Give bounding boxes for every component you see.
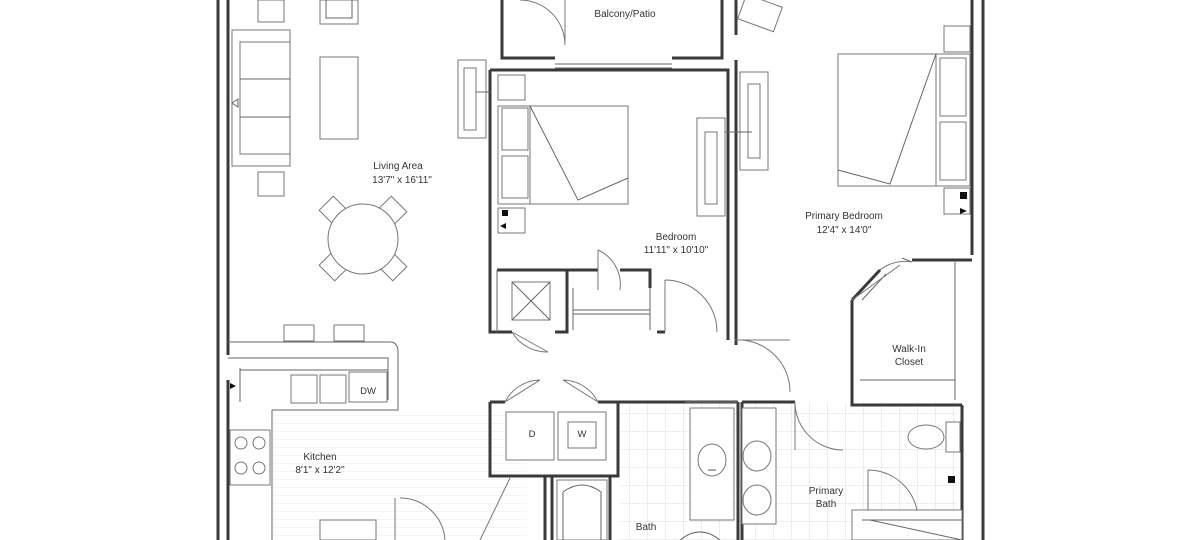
linen-closet bbox=[511, 281, 551, 321]
walk-in-closet-label-line1: Walk-In bbox=[892, 344, 926, 355]
kitchen bbox=[228, 324, 399, 540]
nightstand bbox=[497, 207, 526, 234]
doors bbox=[394, 0, 919, 540]
dining-table bbox=[318, 195, 408, 282]
room-labels: Balcony/Patio Living Area 13'7" x 16'11"… bbox=[295, 9, 925, 533]
refrigerator bbox=[319, 519, 377, 540]
toilet bbox=[907, 424, 945, 450]
end-table bbox=[257, 171, 285, 197]
dryer bbox=[505, 411, 555, 461]
primary-bedroom-furniture bbox=[736, 0, 971, 215]
primary-bedroom-dimensions: 12'4" x 14'0" bbox=[817, 225, 872, 236]
range bbox=[229, 429, 271, 486]
dryer-label: D bbox=[529, 429, 536, 440]
dishwasher bbox=[348, 371, 388, 403]
armchair bbox=[737, 0, 783, 33]
bath-label: Bath bbox=[636, 522, 657, 533]
kitchen-floor bbox=[272, 410, 527, 540]
bar-stool bbox=[283, 324, 315, 342]
exterior-walls bbox=[216, 0, 985, 540]
nightstand bbox=[943, 187, 971, 215]
laundry bbox=[505, 411, 607, 461]
sink-basin bbox=[319, 374, 347, 404]
living-area-dimensions: 13'7" x 16'11" bbox=[372, 175, 432, 186]
nightstand bbox=[497, 74, 526, 101]
tv-stand bbox=[457, 59, 490, 139]
kitchen-name: Kitchen bbox=[303, 452, 336, 463]
primary-bedroom-name: Primary Bedroom bbox=[805, 211, 883, 222]
primary-bath-label-line1: Primary bbox=[809, 486, 843, 497]
living-furniture bbox=[231, 0, 490, 282]
end-table bbox=[257, 0, 285, 23]
bedroom-walls bbox=[488, 68, 730, 340]
bar-stool bbox=[333, 324, 365, 342]
primary-bath-label-line2: Bath bbox=[816, 499, 837, 510]
nightstand bbox=[943, 25, 971, 53]
primary-bedroom-walls bbox=[734, 60, 972, 407]
hall-bath-fixtures bbox=[556, 407, 735, 540]
primary-bath-fixtures bbox=[741, 407, 963, 540]
bedroom-name: Bedroom bbox=[656, 232, 697, 243]
coffee-table bbox=[319, 56, 359, 140]
toilet-tank bbox=[945, 421, 961, 453]
living-area-name: Living Area bbox=[373, 161, 423, 172]
walk-in-closet-label-line2: Closet bbox=[895, 357, 924, 368]
washer-label: W bbox=[578, 429, 587, 440]
balcony-walls bbox=[500, 0, 738, 69]
sink-basin bbox=[290, 374, 318, 404]
kitchen-dimensions: 8'1" x 12'2" bbox=[295, 465, 345, 476]
bedroom-furniture bbox=[497, 74, 740, 234]
dishwasher-label: DW bbox=[360, 386, 376, 397]
bathtub bbox=[556, 479, 608, 540]
balcony-label: Balcony/Patio bbox=[594, 9, 656, 20]
shower bbox=[851, 509, 963, 540]
bedroom-dimensions: 11'11" x 10'10" bbox=[644, 245, 709, 256]
